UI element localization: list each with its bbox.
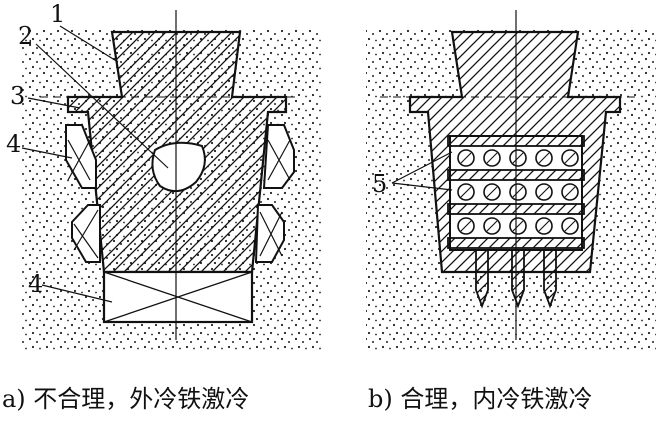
shrinkage-cavity <box>151 141 206 193</box>
chill-nails <box>475 249 557 309</box>
external-chill-right-lower <box>254 204 285 263</box>
callout-1: 1 <box>50 0 65 28</box>
external-chill-bottom <box>102 270 254 324</box>
caption-panel-a: a) 不合理，外冷铁激冷 <box>2 385 250 413</box>
callout-4-side: 4 <box>6 130 21 158</box>
callout-4-bottom: 4 <box>28 270 43 298</box>
caption-panel-b: b) 合理，内冷铁激冷 <box>368 385 593 413</box>
panel-a: 1 2 3 4 4 <box>6 0 322 350</box>
panel-b: 5 <box>366 10 656 350</box>
callouts-b: 5 <box>372 151 453 198</box>
callouts-a: 1 2 3 4 4 <box>6 0 169 303</box>
external-chill-left-lower <box>71 204 101 263</box>
external-chill-left-upper <box>65 124 97 189</box>
external-chill-right-upper <box>262 124 295 189</box>
callout-3: 3 <box>10 82 25 110</box>
callout-5: 5 <box>372 170 387 198</box>
callout-2: 2 <box>18 22 33 50</box>
